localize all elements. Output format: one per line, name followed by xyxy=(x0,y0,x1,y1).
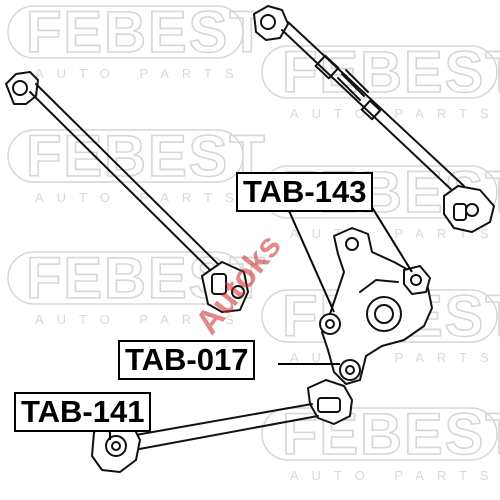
watermark-top-right: FEBEST AUTO PARTS xyxy=(261,39,500,121)
svg-text:AUTO PARTS: AUTO PARTS xyxy=(35,312,247,327)
svg-text:AUTO PARTS: AUTO PARTS xyxy=(290,468,500,483)
upper-right-adjustable-arm xyxy=(253,5,495,233)
watermark-mid-left: FEBEST AUTO PARTS xyxy=(7,123,267,205)
label-tab-143: TAB-143 xyxy=(236,172,374,212)
label-tab-141: TAB-141 xyxy=(14,392,152,432)
svg-text:AUTO PARTS: AUTO PARTS xyxy=(290,106,500,121)
leader-tab143-a xyxy=(285,203,335,313)
leader-tab143-b xyxy=(369,203,413,273)
left-control-arm xyxy=(5,71,249,313)
knuckle xyxy=(319,227,433,385)
svg-text:FEBEST: FEBEST xyxy=(26,0,267,65)
svg-text:AUTO PARTS: AUTO PARTS xyxy=(35,190,247,205)
lower-arm xyxy=(91,379,353,473)
svg-text:FEBEST: FEBEST xyxy=(26,124,267,189)
svg-text:AUTO PARTS: AUTO PARTS xyxy=(35,66,247,81)
label-tab-017: TAB-017 xyxy=(118,340,256,380)
watermark-top-left: FEBEST AUTO PARTS xyxy=(7,0,267,81)
